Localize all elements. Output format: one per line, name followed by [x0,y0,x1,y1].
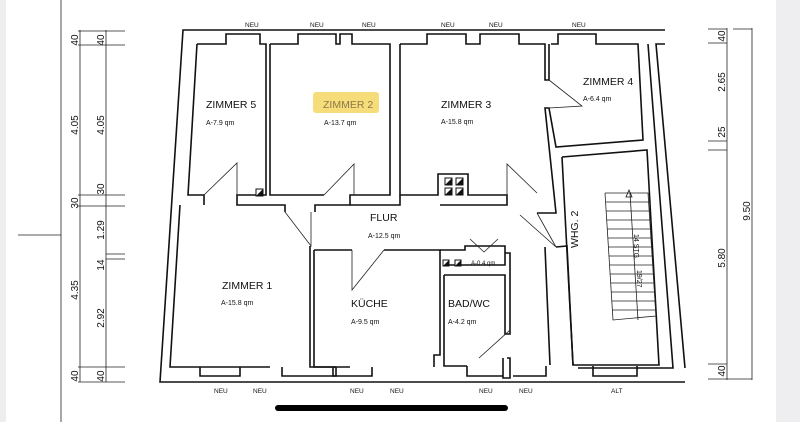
dim-right-1: 2.65 [717,72,728,92]
room-area-zimmer1: A-15.8 qm [221,300,253,307]
stairs-ratio: 19/27 [635,270,642,288]
window-bottom-1: NEU [253,388,267,395]
dimension-labels: 40 4.05 30 4.35 40 40 4.05 30 1.29 14 2.… [70,30,753,382]
dim-left-inner-5: 2.92 [96,308,107,328]
room-area-bad: A-4.2 qm [448,319,477,326]
room-area-zimmer2: A-13.7 qm [324,120,356,127]
dim-right-total: 9.50 [742,201,753,221]
room-name-kueche: KÜCHE [351,298,388,310]
window-bottom-3: NEU [390,388,404,395]
dim-left-inner-0: 40 [96,34,107,46]
dimension-lines-left [18,0,125,422]
window-bottom-5: NEU [519,388,533,395]
window-top-1: NEU [310,22,324,29]
highlight-marker [313,92,379,113]
dim-left-inner-2: 30 [96,183,107,195]
window-bottom-2: NEU [350,388,364,395]
dim-left-outer-4: 40 [70,370,81,382]
dim-left-outer-1: 4.05 [70,115,81,135]
dim-left-outer-0: 40 [70,34,81,46]
home-indicator[interactable] [275,405,508,411]
window-bottom-4: NEU [479,388,493,395]
room-name-bad: BAD/WC [448,298,490,310]
room-area-abstell: A-0.4 qm [471,261,495,267]
apartment-label: WHG. 2 [569,211,581,248]
room-name-zimmer1: ZIMMER 1 [222,280,272,292]
room-name-zimmer4: ZIMMER 4 [583,76,633,88]
dim-right-2: 25 [717,126,728,138]
window-top-4: NEU [489,22,503,29]
dim-left-outer-3: 4.35 [70,280,81,300]
dim-left-inner-4: 14 [96,259,107,271]
window-labels: NEU NEU NEU NEU NEU NEU NEU NEU NEU NEU … [214,22,622,395]
walls [159,29,686,383]
room-name-zimmer5: ZIMMER 5 [206,99,256,111]
staircase: 14 STG. 19/27 [604,188,657,321]
left-margin-strip [0,0,6,422]
window-top-5: NEU [572,22,586,29]
door-swings [203,79,584,359]
window-bottom-0: NEU [214,388,228,395]
stairs-steps: 14 STG. [632,234,639,260]
chimney-icons [255,177,464,267]
dim-right-3: 5.80 [717,248,728,268]
dim-left-inner-6: 40 [96,370,107,382]
room-name-zimmer2: ZIMMER 2 [323,99,373,111]
room-area-kueche: A-9.5 qm [351,319,380,326]
room-area-zimmer4: A-6.4 qm [583,96,612,103]
room-area-zimmer5: A-7.9 qm [206,120,235,127]
dim-left-inner-3: 1.29 [96,220,107,240]
dim-right-0: 40 [717,30,728,42]
window-top-0: NEU [245,22,259,29]
room-name-zimmer3: ZIMMER 3 [441,99,491,111]
room-labels: ZIMMER 5 A-7.9 qm ZIMMER 2 A-13.7 qm ZIM… [206,76,633,326]
right-margin-strip [776,0,800,422]
dimension-lines-right [708,28,753,380]
window-top-2: NEU [362,22,376,29]
window-top-3: NEU [441,22,455,29]
window-bottom-6: ALT [611,388,622,395]
room-area-flur: A-12.5 qm [368,233,400,240]
room-area-zimmer3: A-15.8 qm [441,119,473,126]
dim-left-inner-1: 4.05 [96,115,107,135]
room-name-flur: FLUR [370,212,398,224]
dim-right-4: 40 [717,365,728,377]
dim-left-outer-2: 30 [70,197,81,209]
